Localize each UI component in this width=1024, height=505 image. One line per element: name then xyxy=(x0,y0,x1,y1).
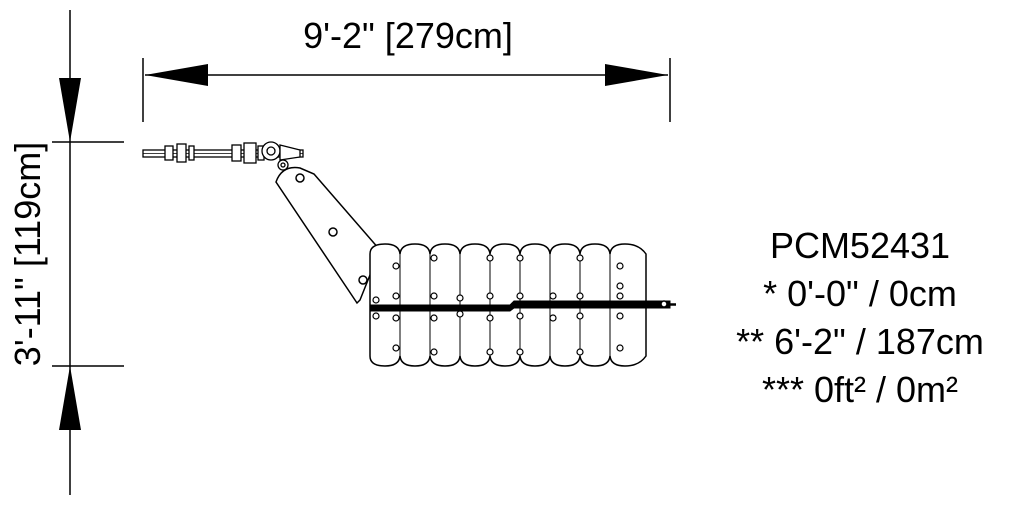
width-dimension: 9'-2" [279cm] xyxy=(142,15,671,122)
height-arrow-top xyxy=(59,78,81,142)
width-arrow-right xyxy=(605,64,668,86)
height-arrow-bottom xyxy=(59,366,81,430)
model-number: PCM52431 xyxy=(769,225,951,266)
angled-ramp xyxy=(275,166,381,305)
info-line-1: * 0'-0" / 0cm xyxy=(763,273,957,314)
product-info: PCM52431 * 0'-0" / 0cm ** 6'-2" / 187cm … xyxy=(690,222,1024,414)
info-line-2: ** 6'-2" / 187cm xyxy=(736,321,984,362)
slatted-platform xyxy=(369,243,676,367)
top-bridge xyxy=(142,141,304,171)
height-dimension: 3'-11" [119cm] xyxy=(7,10,124,495)
width-arrow-left xyxy=(145,64,208,86)
info-line-3: *** 0ft² / 0m² xyxy=(761,369,959,410)
width-label: 9'-2" [279cm] xyxy=(303,15,513,56)
height-label: 3'-11" [119cm] xyxy=(7,142,48,366)
